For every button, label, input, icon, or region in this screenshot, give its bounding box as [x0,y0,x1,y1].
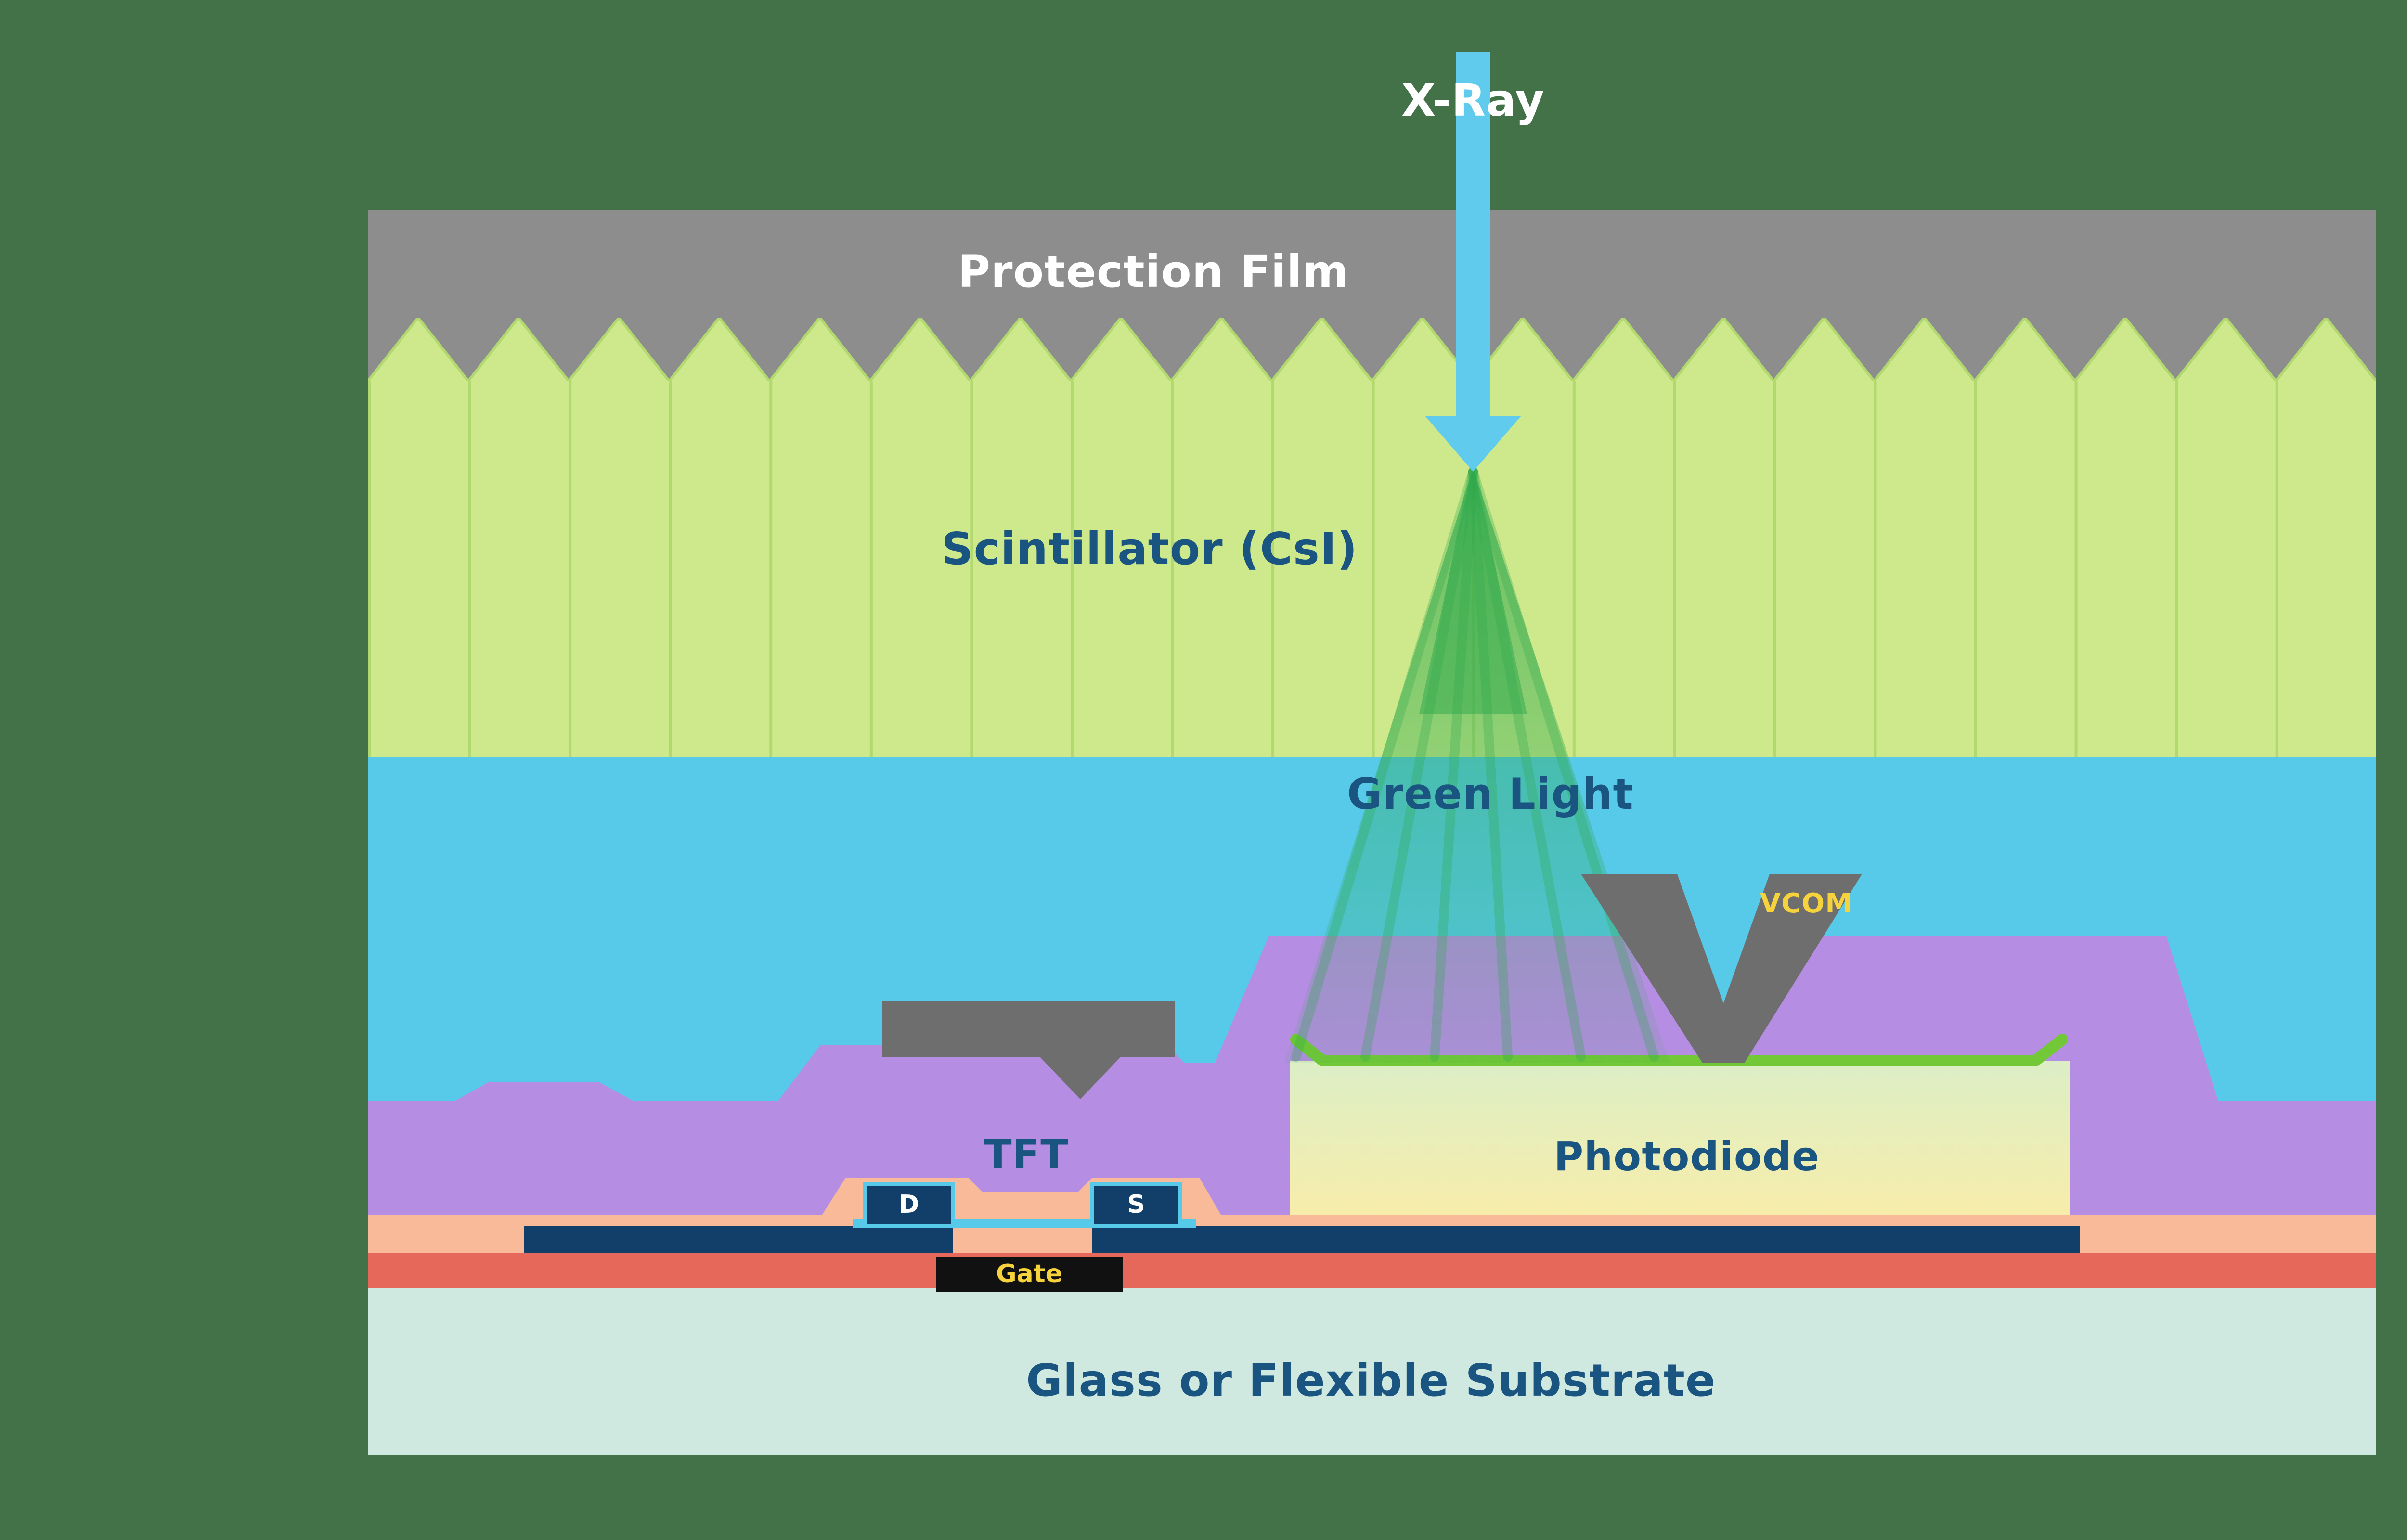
green-light-ray [1468,467,1659,1062]
gate-electrode [936,1257,1123,1292]
photodiode-body [1290,1061,2070,1222]
substrate-label: Glass or Flexible Substrate [1026,1357,1716,1407]
green-light-ray [1291,467,1478,1062]
light-shield-electrode [882,1001,1175,1099]
detector-cross-section [368,210,2376,1455]
detector-structure [368,464,2376,1455]
protection-film-label: Protection Film [958,248,1349,298]
scintillator-layer [368,381,2376,757]
data-line-right [1223,1226,2080,1253]
drain-label: D [898,1191,919,1219]
photodiode-label: Photodiode [1553,1134,1820,1180]
green-light-label: Green Light [1347,772,1634,820]
green-light-cone [1284,464,1669,1063]
source-electrode [1090,1182,1182,1228]
vcom-right-arm [1702,874,1862,1063]
vcom-left-arm [1581,874,1745,1063]
green-light-core [1419,464,1527,714]
tft-label: TFT [984,1132,1069,1178]
vcom-label: VCOM [1760,889,1853,920]
barrier-layer [368,1253,2376,1288]
vcom-electrode [1581,874,1862,1063]
data-line-left [524,1226,822,1253]
scintillator-label: Scintillator (CsI) [941,526,1358,576]
source-label: S [1127,1191,1145,1219]
source-contact [1092,1226,1223,1253]
substrate-layer [368,1288,2376,1455]
green-light-fan [1284,468,1669,1063]
drain-contact [822,1226,953,1253]
drain-electrode [863,1182,955,1228]
xray-label: X-Ray [1401,77,1545,127]
gate-label: Gate [996,1260,1062,1289]
